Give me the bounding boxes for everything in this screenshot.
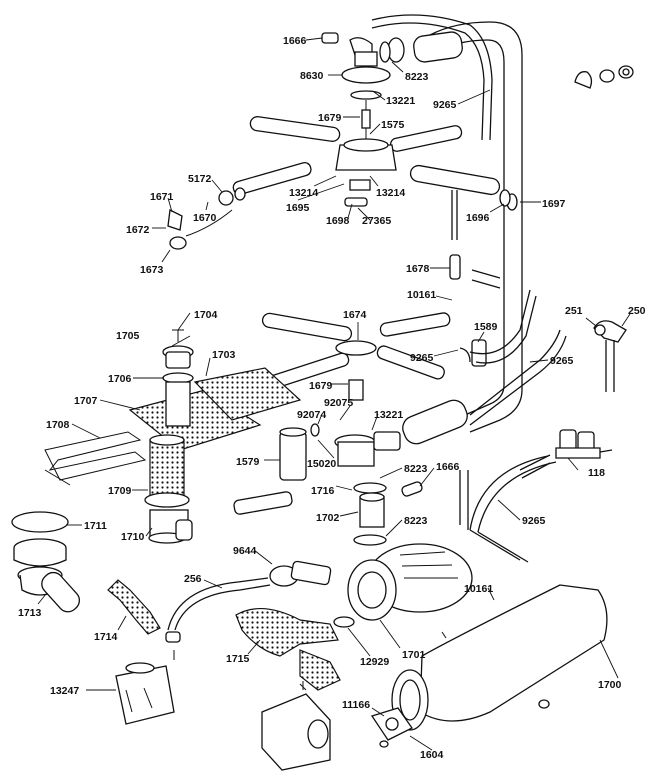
label-1714: 1714	[94, 631, 118, 643]
label-1709: 1709	[108, 485, 132, 497]
label-1696: 1696	[466, 212, 490, 224]
label-1679b: 1679	[309, 380, 333, 392]
label-13221a: 13221	[386, 95, 415, 107]
label-1716: 1716	[311, 485, 335, 497]
label-8223b: 8223	[404, 463, 428, 475]
label-1708: 1708	[46, 419, 70, 431]
label-1703: 1703	[212, 349, 236, 361]
label-9265c: 9265	[550, 355, 574, 367]
label-9265a: 9265	[433, 99, 457, 111]
filter-assembly	[128, 329, 302, 544]
label-15020: 15020	[307, 458, 336, 470]
label-1672: 1672	[126, 224, 150, 236]
lower-spray-arm	[261, 312, 487, 401]
vertical-hose-1678	[449, 190, 501, 289]
label-92075: 92075	[324, 397, 353, 409]
solenoid-valve-118	[519, 429, 613, 479]
label-1666a: 1666	[283, 35, 307, 47]
label-27365: 27365	[362, 215, 391, 227]
label-10161b: 10161	[464, 583, 493, 595]
rinse-aid-container-13247	[115, 662, 175, 725]
spray-cover-1711	[11, 511, 81, 613]
label-1589: 1589	[474, 321, 498, 333]
callout-labels: 1666 8630 8223 13221 9265 1679 1575 5172…	[18, 35, 646, 761]
label-1678: 1678	[406, 263, 430, 275]
connector-1589	[469, 289, 537, 364]
top-right-caps	[574, 65, 634, 89]
label-92074: 92074	[297, 409, 326, 421]
left-nozzle-fittings	[167, 187, 246, 250]
label-1715: 1715	[226, 653, 250, 665]
label-1704: 1704	[194, 309, 218, 321]
heating-element	[44, 431, 147, 486]
label-11166: 11166	[342, 699, 370, 711]
label-1710: 1710	[121, 531, 145, 543]
label-1666b: 1666	[436, 461, 460, 473]
label-256: 256	[184, 573, 202, 585]
label-1671: 1671	[150, 191, 174, 203]
label-5172: 5172	[188, 173, 212, 185]
elbow-fitting-250	[593, 320, 627, 392]
label-9265b: 9265	[410, 352, 434, 364]
cylinder-1579	[279, 423, 320, 481]
timer-motor	[261, 693, 331, 771]
label-8223c: 8223	[404, 515, 428, 527]
leader-lines	[37, 37, 631, 751]
tubing-256	[165, 577, 271, 643]
water-tank-1700	[391, 584, 608, 731]
label-1679a: 1679	[318, 112, 342, 124]
label-1697: 1697	[542, 198, 566, 210]
label-13214a: 13214	[289, 187, 318, 199]
label-1575: 1575	[381, 119, 405, 131]
label-8223a: 8223	[405, 71, 429, 83]
label-1701: 1701	[402, 649, 426, 661]
label-1706: 1706	[108, 373, 132, 385]
hose-segment	[233, 491, 293, 515]
label-1670: 1670	[193, 212, 217, 224]
label-1698: 1698	[326, 215, 350, 227]
label-251: 251	[565, 305, 583, 317]
label-13221b: 13221	[374, 409, 403, 421]
label-1702: 1702	[316, 512, 340, 524]
upper-spray-arm	[232, 116, 518, 211]
label-1713: 1713	[18, 607, 42, 619]
label-9644: 9644	[233, 545, 257, 557]
label-1711: 1711	[84, 520, 107, 532]
label-1674: 1674	[343, 309, 367, 321]
lower-hose-9265	[469, 455, 557, 563]
hose-1714	[107, 579, 161, 635]
label-12929: 12929	[360, 656, 389, 668]
label-1707: 1707	[74, 395, 98, 407]
hose-1715	[235, 607, 341, 691]
label-250: 250	[628, 305, 646, 317]
label-8630: 8630	[300, 70, 324, 82]
label-9265d: 9265	[522, 515, 546, 527]
label-118: 118	[588, 467, 605, 479]
label-1695: 1695	[286, 202, 310, 214]
label-10161a: 10161	[407, 289, 436, 301]
label-1604: 1604	[420, 749, 444, 761]
label-1579: 1579	[236, 456, 260, 468]
label-13247: 13247	[50, 685, 79, 697]
label-1673: 1673	[140, 264, 164, 276]
small-screws	[173, 631, 447, 691]
label-1705: 1705	[116, 330, 140, 342]
pump-column	[334, 431, 423, 546]
label-1700: 1700	[598, 679, 622, 691]
main-pump-1701	[333, 543, 473, 628]
heater-flange-1604	[370, 707, 413, 748]
detergent-dispenser-9644	[269, 560, 332, 587]
label-13214b: 13214	[376, 187, 405, 199]
middle-to-pump-pipe	[402, 329, 567, 530]
main-riser-pipe	[371, 14, 523, 433]
